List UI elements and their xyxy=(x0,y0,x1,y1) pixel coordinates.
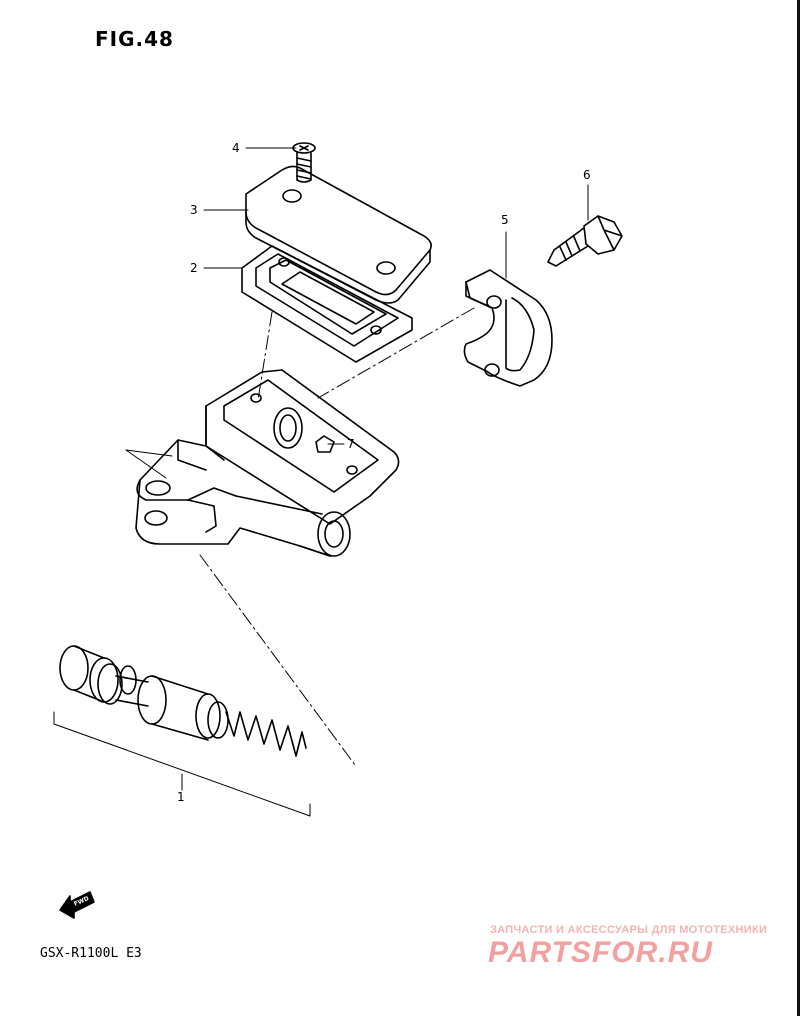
bolt-part-6 xyxy=(547,215,623,267)
callout-7: 7 xyxy=(347,437,355,451)
frame-edge xyxy=(797,0,800,1016)
callout-4: 4 xyxy=(232,141,240,155)
piston-assembly-part-1 xyxy=(59,645,307,757)
cap-part-3 xyxy=(245,165,432,304)
pointer-lines xyxy=(125,449,173,479)
callout-2: 2 xyxy=(190,261,198,275)
model-label: GSX-R1100L E3 xyxy=(40,946,142,961)
screw-part-4 xyxy=(292,142,316,183)
callout-3: 3 xyxy=(190,203,198,217)
callout-1: 1 xyxy=(177,790,185,804)
callout-5: 5 xyxy=(501,213,509,227)
assembly-lines xyxy=(199,307,475,766)
watermark-tagline: ЗАПЧАСТИ И АКСЕССУАРЫ ДЛЯ МОТОТЕХНИКИ xyxy=(490,924,768,936)
fwd-arrow-icon xyxy=(59,891,95,919)
clamp-part-5 xyxy=(463,269,553,387)
gasket-part-2 xyxy=(241,245,413,363)
leader-lines xyxy=(203,147,589,445)
master-cylinder-body xyxy=(135,369,400,557)
callout-6: 6 xyxy=(583,168,591,182)
watermark-logo: PARTSFOR.RU xyxy=(488,936,713,969)
figure-title: FIG.48 xyxy=(95,27,174,51)
part-1-bracket xyxy=(53,711,311,817)
